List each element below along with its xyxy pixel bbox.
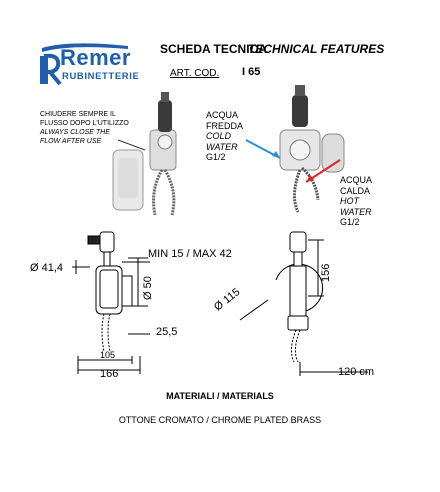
left-technical-drawing	[72, 231, 150, 374]
hot-l5: G1/2	[340, 217, 360, 227]
dim-diameter-50: Ø 50	[142, 276, 154, 300]
product-photo-left	[112, 92, 177, 216]
note-line-3: ALWAYS CLOSE THE	[40, 129, 110, 136]
remer-logo-mark	[40, 43, 128, 86]
dim-min-max: MIN 15 / MAX 42	[148, 248, 232, 260]
note-line-2: FLUSSO DOPO L'UTILIZZO	[40, 120, 129, 127]
dim-156: 156	[320, 263, 332, 282]
hot-water-label: ACQUA CALDA HOT WATER G1/2	[340, 175, 372, 228]
product-photo-right	[245, 85, 345, 213]
brand-subtitle: RUBINETTERIE	[62, 71, 140, 82]
article-code: I 65	[242, 66, 261, 78]
cold-l5: G1/2	[206, 152, 226, 162]
dim-105: 105	[100, 350, 116, 360]
cold-l1: ACQUA	[206, 110, 239, 120]
right-technical-drawing	[239, 231, 368, 376]
hot-l3: HOT	[340, 196, 359, 206]
note-line-4: FLOW AFTER USE	[40, 138, 102, 145]
cold-l2: FREDDA	[206, 120, 244, 131]
hot-l4: WATER	[340, 206, 372, 217]
article-code-label: ART. COD.	[170, 68, 220, 79]
title-en: TECHNICAL FEATURES	[248, 42, 385, 56]
brand-name: Remer	[60, 45, 131, 70]
materials-value: OTTONE CROMATO / CHROME PLATED BRASS	[118, 415, 322, 425]
hot-l1: ACQUA	[340, 175, 373, 185]
note-line-1: CHIUDERE SEMPRE IL	[40, 111, 116, 118]
title-it: SCHEDA TECNICA	[160, 42, 267, 56]
dim-25-5: 25,5	[156, 326, 178, 338]
cold-water-label: ACQUA FREDDA COLD WATER G1/2	[206, 110, 243, 163]
dim-diameter-41: Ø 41,4	[30, 262, 64, 274]
materials-title: MATERIALI / MATERIALS	[166, 391, 274, 401]
dim-120cm: 120 cm	[338, 366, 375, 378]
cold-l4: WATER	[206, 141, 238, 152]
dim-166: 166	[100, 368, 119, 380]
hot-l2: CALDA	[340, 185, 371, 196]
cold-l3: COLD	[206, 131, 232, 141]
usage-note: CHIUDERE SEMPRE IL FLUSSO DOPO L'UTILIZZ…	[40, 110, 129, 146]
